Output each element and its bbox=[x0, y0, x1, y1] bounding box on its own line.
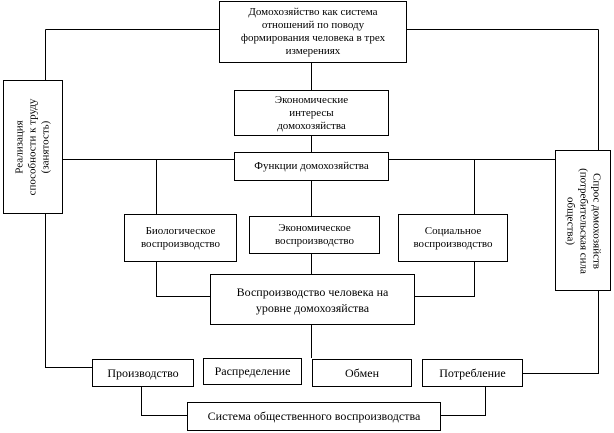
household-system-line-1: Домохозяйство как система bbox=[248, 6, 378, 18]
social-reproduction-line-1: Социальное bbox=[424, 225, 482, 237]
household-system-box: Домохозяйство как система отношений по п… bbox=[219, 1, 407, 63]
social-reproduction-system-label: Система общественного воспроизводства bbox=[207, 409, 421, 423]
economic-reproduction-line-2: воспроизводство bbox=[274, 235, 355, 247]
labor-ability-line-1: Реализация bbox=[13, 120, 26, 174]
economic-interests-line-2: интересы bbox=[289, 106, 334, 119]
bracket-human-repro-line bbox=[156, 261, 475, 297]
distribution-box: Распределение bbox=[203, 358, 302, 385]
consumption-label: Потребление bbox=[439, 365, 506, 380]
production-box: Производство bbox=[92, 359, 194, 387]
household-system-line-4: измерениях bbox=[285, 45, 341, 57]
economic-reproduction-box: Экономическое воспроизводство bbox=[249, 216, 380, 254]
household-demand-line-2: (потребительская сила bbox=[577, 167, 590, 274]
distribution-label: Распределение bbox=[214, 364, 291, 378]
exchange-box: Обмен bbox=[312, 359, 412, 387]
biological-reproduction-line-1: Биологическое bbox=[145, 225, 216, 237]
household-demand-line-3: общества) bbox=[564, 196, 577, 245]
human-reproduction-box: Воспроизводство человека на уровне домох… bbox=[210, 274, 415, 325]
household-demand-line-1: Спрос домохозяйств bbox=[590, 172, 603, 269]
economic-interests-line-3: домохозяйства bbox=[277, 119, 346, 132]
social-reproduction-line-2: воспроизводство bbox=[413, 238, 493, 250]
economic-interests-box: Экономические интересы домохозяйства bbox=[234, 90, 389, 136]
bracket-social-system-line bbox=[141, 386, 486, 416]
social-reproduction-system-box: Система общественного воспроизводства bbox=[187, 402, 441, 431]
human-reproduction-line-2: уровне домохозяйства bbox=[255, 300, 370, 315]
labor-ability-line-2: способности к труду bbox=[26, 98, 39, 196]
household-functions-label: Функции домохозяйства bbox=[254, 160, 369, 172]
biological-reproduction-box: Биологическое воспроизводство bbox=[124, 214, 237, 262]
household-system-line-2: отношений по поводу bbox=[261, 19, 365, 31]
exchange-label: Обмен bbox=[345, 365, 379, 380]
economic-reproduction-line-1: Экономическое bbox=[278, 222, 351, 234]
frame-left-line bbox=[45, 29, 93, 368]
household-demand-box: Спрос домохозяйств (потребительская сила… bbox=[555, 150, 611, 291]
labor-ability-box: Реализация способности к труду (занятост… bbox=[3, 80, 63, 214]
economic-interests-line-1: Экономические bbox=[274, 93, 349, 106]
household-functions-box: Функции домохозяйства bbox=[234, 152, 389, 181]
social-reproduction-box: Социальное воспроизводство bbox=[398, 214, 508, 262]
biological-reproduction-line-2: воспроизводство bbox=[140, 238, 221, 250]
labor-ability-line-3: (занятость) bbox=[39, 120, 52, 174]
frame-right-line bbox=[523, 29, 599, 374]
production-label: Производство bbox=[107, 365, 179, 380]
household-system-line-3: формирования человека в трех bbox=[240, 32, 386, 44]
consumption-box: Потребление bbox=[422, 359, 523, 387]
human-reproduction-line-1: Воспроизводство человека на bbox=[236, 284, 389, 299]
